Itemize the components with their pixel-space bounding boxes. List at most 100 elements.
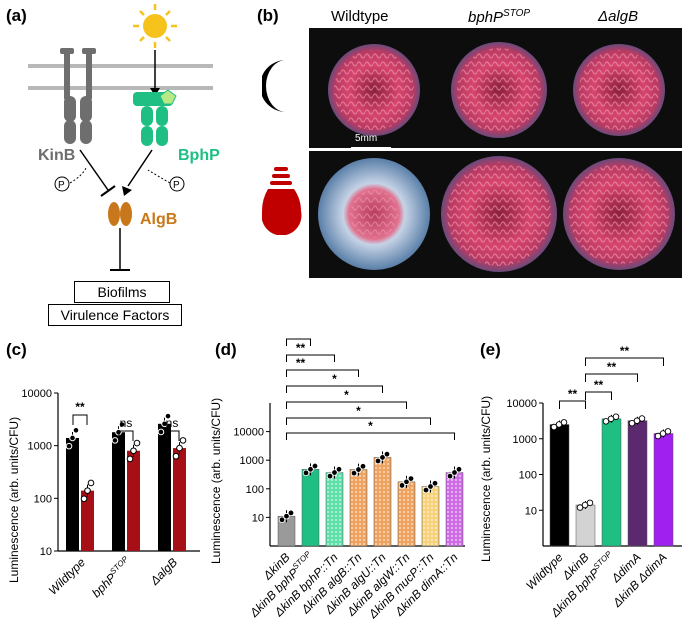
data-point xyxy=(326,472,334,480)
chart-d-ylabel: Luminescence (arb. units/CFU) xyxy=(210,398,223,564)
data-point xyxy=(398,482,406,489)
significance-bracket xyxy=(286,338,311,346)
data-point xyxy=(350,469,358,477)
significance-label: ** xyxy=(75,400,85,414)
bphp-label: BphP xyxy=(178,147,220,164)
significance-bracket xyxy=(286,432,455,440)
data-point xyxy=(126,455,134,463)
bar xyxy=(549,424,570,547)
data-point xyxy=(130,447,137,455)
data-point xyxy=(118,421,126,428)
panel-label-a: (a) xyxy=(6,6,27,25)
significance-label: * xyxy=(356,404,361,418)
data-point xyxy=(307,466,314,473)
phosphate-label-right: P xyxy=(173,180,180,191)
data-point xyxy=(407,475,415,482)
data-point xyxy=(422,486,430,494)
significance-label: ** xyxy=(620,344,630,358)
x-tick-label-sup: STOP xyxy=(592,549,614,571)
colony-bphp-stop-light xyxy=(441,156,557,272)
d-ytick-label: 1000 xyxy=(240,455,264,467)
e-ytick-label: 1000 xyxy=(513,434,537,446)
d-ytick-label: 100 xyxy=(246,484,264,496)
signaling-diagram: KinB BphP P P AlgB xyxy=(28,4,220,271)
data-point xyxy=(111,437,119,444)
output-biofilms: Biofilms xyxy=(74,281,170,303)
data-point xyxy=(446,472,454,480)
data-point xyxy=(161,420,168,428)
data-point xyxy=(455,466,463,473)
chart-e-ylabel: Luminescence (arb. units/CFU) xyxy=(479,396,493,562)
membrane-line-bottom xyxy=(28,86,213,90)
bar xyxy=(66,437,79,551)
data-point xyxy=(355,466,362,473)
e-ytick-label: 100 xyxy=(519,470,537,482)
data-point xyxy=(65,442,73,450)
data-point xyxy=(576,504,584,511)
data-point xyxy=(164,412,172,420)
data-point xyxy=(311,462,319,470)
column-header-bphp-stop: bphPSTOP xyxy=(468,8,530,26)
column-header-algb: ΔalgB xyxy=(598,8,639,25)
kinb-label: KinB xyxy=(38,147,75,164)
data-point xyxy=(172,452,180,460)
data-point xyxy=(628,419,636,427)
bar xyxy=(173,448,186,551)
bar-pattern xyxy=(422,486,439,546)
significance-label: * xyxy=(344,388,349,402)
data-point xyxy=(283,513,290,520)
d-ytick-label: 10000 xyxy=(233,427,264,439)
data-point xyxy=(427,483,434,490)
algb-label: AlgB xyxy=(140,211,177,228)
significance-label: ns xyxy=(120,416,133,430)
bar xyxy=(653,433,674,547)
significance-bracket xyxy=(585,357,664,366)
bar xyxy=(158,423,171,551)
data-point xyxy=(550,423,558,431)
colony-wildtype-light xyxy=(318,158,430,270)
red-light-bulb-icon xyxy=(262,167,302,235)
data-point xyxy=(157,428,165,436)
bar-pattern xyxy=(350,469,367,546)
e-ytick-label: 10000 xyxy=(506,398,537,410)
data-point xyxy=(638,415,646,422)
photo-row-divider xyxy=(309,148,682,151)
phosphate-label-left: P xyxy=(58,180,65,191)
chart-e: Luminescence (arb. units/CFU) 1010010001… xyxy=(479,344,682,621)
colony-bphp-stop-dark xyxy=(451,42,547,138)
significance-bracket xyxy=(286,401,407,409)
significance-label: * xyxy=(368,419,373,433)
data-point xyxy=(403,478,410,486)
scale-bar-label: 5mm xyxy=(355,133,378,144)
significance-bracket xyxy=(72,414,88,425)
significance-label: ** xyxy=(296,341,306,355)
colony-algb-light xyxy=(563,158,675,270)
significance-bracket xyxy=(286,417,431,425)
significance-bracket xyxy=(585,373,638,382)
significance-bracket xyxy=(559,400,586,409)
significance-bracket xyxy=(286,354,335,362)
kinb-receptor-icon xyxy=(60,48,96,144)
d-ytick-label: 10 xyxy=(252,512,264,524)
bar-pattern xyxy=(326,472,343,546)
algb-protein-icon xyxy=(108,202,132,226)
panel-label-d: (d) xyxy=(215,340,237,359)
panel-label-c: (c) xyxy=(6,340,27,359)
data-point xyxy=(287,509,295,517)
colony-wildtype-dark xyxy=(328,44,420,136)
column-header-bphp-text: bphP xyxy=(468,9,504,26)
bphp-receptor-icon xyxy=(133,89,177,146)
significance-label: ** xyxy=(607,360,617,374)
data-point xyxy=(431,480,439,487)
data-point xyxy=(374,457,382,465)
x-tick-label-sup: STOP xyxy=(291,549,313,571)
bar xyxy=(112,432,125,551)
sun-icon xyxy=(133,4,177,48)
bar xyxy=(301,469,320,547)
data-point xyxy=(176,444,183,452)
data-point xyxy=(664,428,672,435)
data-point xyxy=(612,413,620,420)
data-point xyxy=(383,450,391,458)
data-point xyxy=(302,469,310,477)
panel-label-b: (b) xyxy=(257,6,279,25)
